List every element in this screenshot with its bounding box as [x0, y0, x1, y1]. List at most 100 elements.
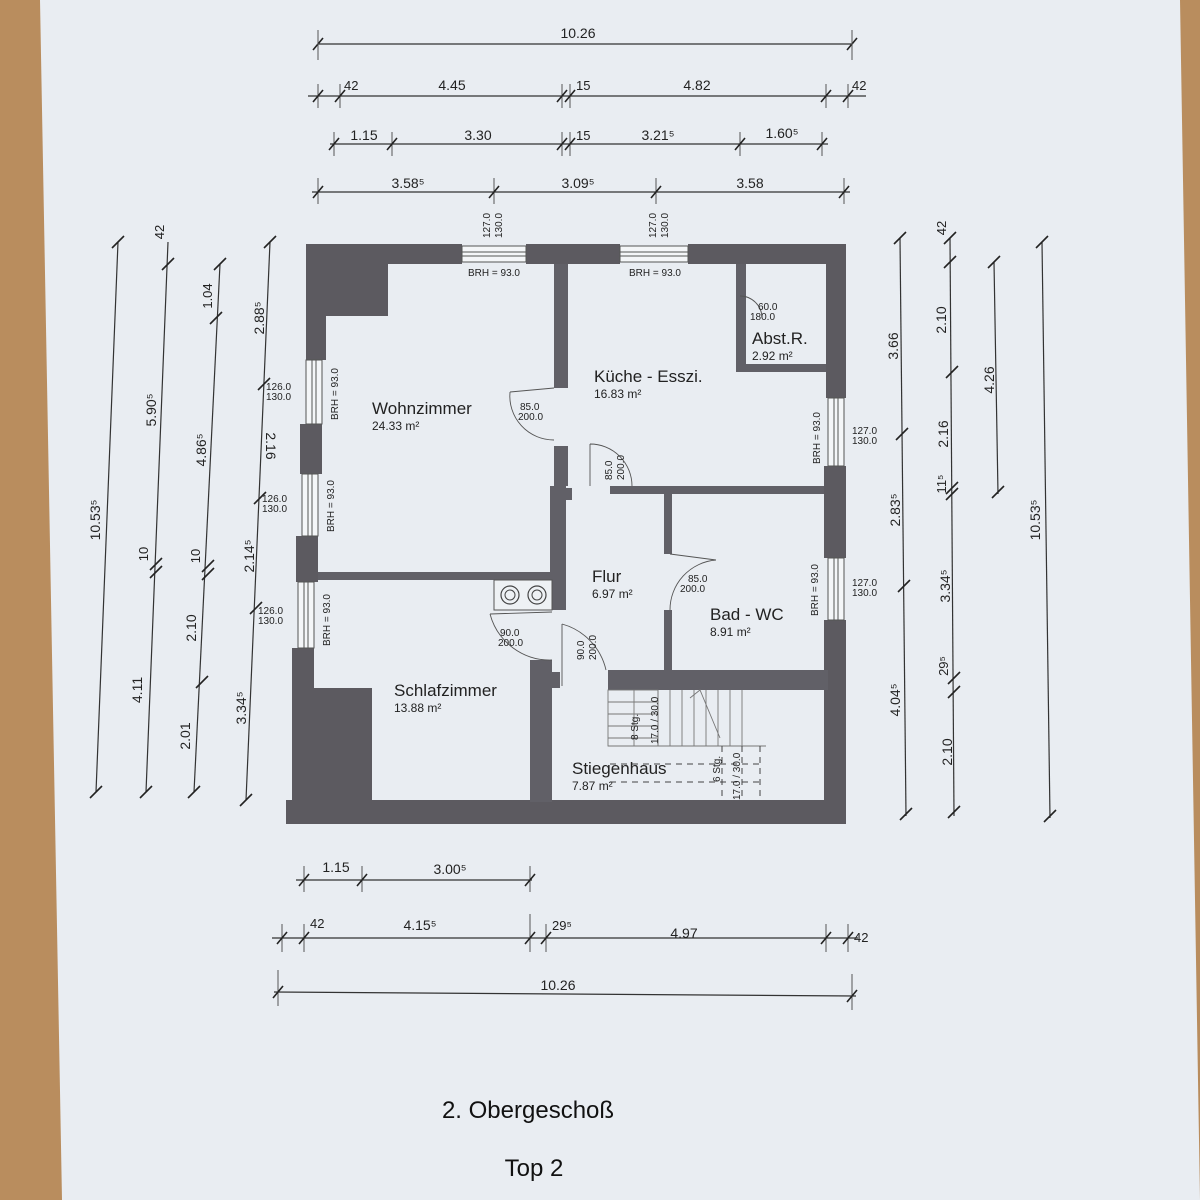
room-wohnzimmer-area: 24.33 m² [372, 419, 419, 433]
dim-left-c3-c: 10 [188, 549, 203, 563]
room-schlafzimmer-name: Schlafzimmer [394, 681, 497, 700]
dim-right-c2-c: 2.16 [935, 420, 951, 447]
room-abstr-name: Abst.R. [752, 329, 808, 348]
right-dimension-chain: 3.66 2.83⁵ 4.04⁵ 42 2.10 2.16 11⁵ 3.34⁵ … [885, 221, 1057, 823]
svg-text:200.0: 200.0 [680, 584, 705, 595]
dim-right-c2-f: 29⁵ [936, 656, 951, 676]
dim-right-c2-a: 42 [934, 221, 949, 235]
bottom-dimension-chain: 1.15 3.00⁵ 42 4.15⁵ 29⁵ 4.97 42 10.26 [272, 859, 868, 1010]
dim-left-c3-a: 1.04 [200, 283, 215, 308]
svg-text:180.0: 180.0 [750, 312, 775, 323]
dim-right-c2-b: 2.10 [933, 306, 949, 333]
dim-top-r4-a: 3.58⁵ [391, 175, 424, 191]
svg-text:200.0: 200.0 [616, 455, 627, 480]
dim-top-r3-e: 1.60⁵ [765, 125, 798, 141]
svg-text:127.0: 127.0 [852, 426, 877, 437]
svg-text:130.0: 130.0 [266, 392, 291, 403]
svg-text:BRH = 93.0: BRH = 93.0 [330, 368, 341, 420]
dim-top-r2-c: 15 [576, 78, 590, 93]
room-bad-name: Bad - WC [710, 605, 784, 624]
dim-left-c3-b: 4.86⁵ [193, 433, 209, 466]
dim-left-c4-c: 2.14⁵ [241, 539, 257, 572]
svg-text:85.0: 85.0 [688, 574, 708, 585]
svg-text:17.0 / 30.0: 17.0 / 30.0 [732, 752, 743, 800]
svg-text:BRH = 93.0: BRH = 93.0 [322, 594, 333, 646]
dim-left-c4-a: 2.88⁵ [251, 301, 267, 334]
dim-left-overall: 10.53⁵ [87, 500, 103, 541]
room-labels: Wohnzimmer 24.33 m² Küche - Esszi. 16.83… [372, 329, 808, 793]
room-stiegenhaus-area: 7.87 m² [572, 779, 613, 793]
dim-right-c1-b: 2.83⁵ [887, 493, 903, 526]
dim-bottom-r2-d: 4.97 [670, 925, 697, 941]
dim-top-overall: 10.26 [560, 25, 595, 41]
dim-top-r2-d: 4.82 [683, 77, 710, 93]
svg-text:127.0: 127.0 [482, 213, 493, 238]
dim-top-r4-c: 3.58 [736, 175, 763, 191]
svg-text:127.0: 127.0 [852, 578, 877, 589]
svg-text:BRH = 93.0: BRH = 93.0 [812, 412, 823, 464]
svg-text:BRH = 93.0: BRH = 93.0 [629, 268, 681, 279]
dim-bottom-r1-a: 1.15 [322, 859, 349, 875]
dim-left-c2-a: 42 [152, 225, 167, 239]
dim-right-c3-a: 4.26 [981, 366, 997, 393]
dim-left-c4-d: 3.34⁵ [233, 691, 249, 724]
room-bad-area: 8.91 m² [710, 625, 751, 639]
dim-top-r3-b: 3.30 [464, 127, 491, 143]
room-flur-area: 6.97 m² [592, 587, 633, 601]
chimney-flues [493, 579, 553, 611]
windows [297, 245, 845, 649]
dim-right-c1-c: 4.04⁵ [887, 683, 903, 716]
room-schlafzimmer-area: 13.88 m² [394, 701, 441, 715]
room-kueche-area: 16.83 m² [594, 387, 641, 401]
stairs: 8 Stg. 17.0 / 30.0 6 Stg. 17.0 / 30.0 [607, 689, 766, 800]
svg-text:130.0: 130.0 [852, 588, 877, 599]
walls [286, 244, 846, 824]
top-dimension-chain: 10.26 42 4.45 15 4.82 42 1.15 3.30 1 [308, 25, 866, 204]
svg-text:85.0: 85.0 [604, 460, 615, 480]
room-flur-name: Flur [592, 567, 622, 586]
dim-top-r3-c: 15 [576, 128, 590, 143]
svg-text:130.0: 130.0 [660, 213, 671, 238]
unit-title: Top 2 [505, 1155, 564, 1182]
dim-top-r3-a: 1.15 [350, 127, 377, 143]
room-wohnzimmer-name: Wohnzimmer [372, 399, 472, 418]
svg-text:200.0: 200.0 [588, 635, 599, 660]
svg-text:BRH = 93.0: BRH = 93.0 [468, 268, 520, 279]
dim-left-c2-d: 4.11 [129, 677, 145, 703]
left-dimension-chain: 10.53⁵ 42 5.90⁵ 10 4.11 1.04 4.86⁵ 10 2.… [87, 225, 279, 807]
svg-text:17.0 / 30.0: 17.0 / 30.0 [650, 696, 661, 744]
svg-text:200.0: 200.0 [498, 638, 523, 649]
dim-left-c2-c: 10 [136, 547, 151, 561]
svg-text:85.0: 85.0 [520, 402, 540, 413]
svg-text:130.0: 130.0 [262, 504, 287, 515]
svg-text:130.0: 130.0 [494, 213, 505, 238]
dim-top-r2-b: 4.45 [438, 77, 465, 93]
svg-text:126.0: 126.0 [262, 494, 287, 505]
room-abstr-area: 2.92 m² [752, 349, 793, 363]
dim-left-c2-b: 5.90⁵ [143, 393, 159, 426]
dim-top-r4-b: 3.09⁵ [561, 175, 594, 191]
dim-left-c4-b: 2.16 [263, 432, 279, 459]
svg-text:6 Stg.: 6 Stg. [712, 756, 723, 782]
dim-bottom-r2-a: 42 [310, 916, 324, 931]
svg-text:130.0: 130.0 [258, 616, 283, 627]
dim-bottom-r2-b: 4.15⁵ [403, 917, 436, 933]
dim-right-overall: 10.53⁵ [1027, 500, 1043, 541]
svg-text:BRH = 93.0: BRH = 93.0 [326, 480, 337, 532]
svg-text:200.0: 200.0 [518, 412, 543, 423]
room-kueche-name: Küche - Esszi. [594, 367, 703, 386]
dim-bottom-r2-c: 29⁵ [552, 918, 572, 933]
dim-top-r3-d: 3.21⁵ [641, 127, 674, 143]
svg-text:130.0: 130.0 [852, 436, 877, 447]
floor-title: 2. Obergeschoß [442, 1097, 614, 1124]
svg-text:8 Stg.: 8 Stg. [630, 714, 641, 740]
room-stiegenhaus-name: Stiegenhaus [572, 759, 667, 778]
dim-bottom-r2-e: 42 [854, 930, 868, 945]
window-labels: 127.0 130.0 BRH = 93.0 127.0 130.0 BRH =… [258, 213, 877, 646]
svg-text:90.0: 90.0 [500, 628, 520, 639]
dim-left-c3-e: 2.01 [177, 722, 193, 749]
svg-text:126.0: 126.0 [266, 382, 291, 393]
dim-left-c3-d: 2.10 [183, 614, 199, 641]
dim-bottom-overall: 10.26 [540, 977, 575, 993]
